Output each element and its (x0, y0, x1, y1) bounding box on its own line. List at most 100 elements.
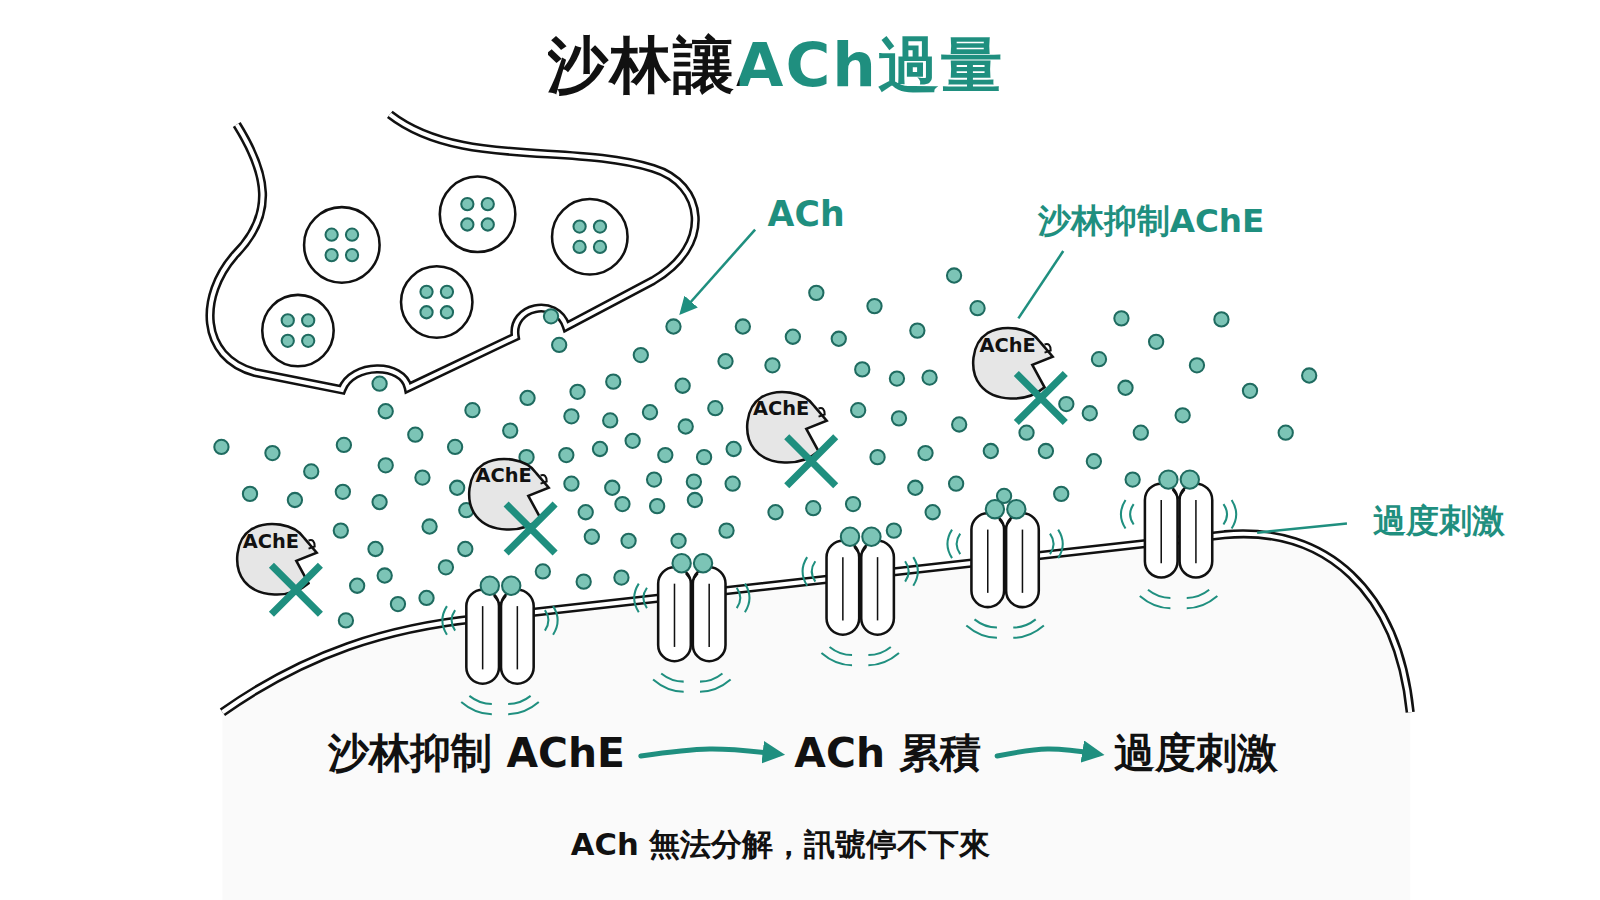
ach-molecule (621, 534, 635, 548)
ach-molecule (337, 438, 351, 452)
ach-molecule (564, 409, 578, 423)
ach-molecule (214, 440, 228, 454)
ach-molecule (346, 249, 358, 261)
ach-molecule (647, 472, 661, 486)
ach-molecule (1118, 381, 1132, 395)
ach-molecule (1039, 444, 1053, 458)
ach-molecule (846, 497, 860, 511)
ach-molecule (679, 419, 693, 433)
ach-molecule (564, 477, 578, 491)
flow-step-text: ACh 累積 (794, 726, 981, 781)
flow-arrow (997, 749, 1098, 756)
ach-molecule (855, 362, 869, 376)
ach-molecule (1126, 472, 1140, 486)
ach-molecule (643, 405, 657, 419)
postsynaptic-membrane (222, 534, 1410, 900)
ach-molecule (304, 464, 318, 478)
ach-molecule (243, 487, 257, 501)
ach-receptor (1121, 470, 1236, 608)
ach-molecule (536, 564, 550, 578)
enzyme-label: AChE (967, 334, 1048, 357)
ach-molecule (768, 505, 782, 519)
ach-molecule (952, 417, 966, 431)
enzyme-shape: AChE (741, 386, 835, 468)
presynaptic-terminal (210, 114, 695, 390)
postsynaptic-membrane (222, 534, 1410, 712)
ach-receptor (803, 528, 918, 666)
ach-molecule (1190, 358, 1204, 372)
active-site (541, 475, 547, 484)
ach-molecule (482, 218, 494, 230)
diagram-caption: ACh 無法分解，訊號停不下來 (571, 824, 991, 865)
ach-molecule (697, 450, 711, 464)
ach-molecule (379, 458, 393, 472)
ach-molecule (832, 332, 846, 346)
ach-molecule (727, 442, 741, 456)
ach-molecule (1243, 384, 1257, 398)
enzyme-label: AChE (463, 464, 544, 487)
enzyme-label: AChE (231, 530, 312, 553)
ach-molecule (1092, 352, 1106, 366)
ach-molecule (908, 481, 922, 495)
ach-molecule (573, 241, 585, 253)
ach-molecule (419, 591, 433, 605)
active-site (308, 540, 314, 549)
ach-molecule (726, 477, 740, 491)
active-site (1045, 344, 1051, 353)
flow-step-text: 沙林抑制 AChE (328, 726, 625, 781)
ach-molecule (949, 477, 963, 491)
ach-molecule (441, 286, 453, 298)
ach-molecule (626, 434, 640, 448)
flow-arrow (641, 749, 779, 756)
ach-molecule (503, 423, 517, 437)
ach-molecule (282, 335, 294, 347)
ach-molecule (1054, 487, 1068, 501)
callout-label: 沙林抑制AChE (1038, 200, 1265, 244)
ach-molecule (282, 314, 294, 326)
synaptic-vesicle (440, 177, 516, 253)
inhibition-cross (271, 565, 320, 614)
ach-molecule (910, 323, 924, 337)
ach-molecule (334, 523, 348, 537)
ach-molecule (1083, 406, 1097, 420)
ach-molecule (806, 501, 820, 515)
ach-molecule (718, 354, 732, 368)
ach-molecule (1087, 454, 1101, 468)
ach-molecule (372, 377, 386, 391)
enzyme-shape: AChE (463, 453, 557, 535)
ach-molecule (634, 348, 648, 362)
ach-molecule (350, 579, 364, 593)
ach-molecule (594, 220, 606, 232)
synaptic-vesicle (304, 207, 380, 283)
ach-molecule (650, 499, 664, 513)
ach-molecule (1302, 368, 1316, 382)
ach-molecule (520, 391, 534, 405)
leader-line (682, 230, 755, 313)
synaptic-vesicle (401, 266, 472, 337)
inhibition-cross (506, 504, 555, 553)
ach-molecule (378, 568, 392, 582)
ach-molecule (918, 446, 932, 460)
leader-line (682, 230, 1347, 533)
ach-molecule (336, 485, 350, 499)
ach-molecule (1059, 397, 1073, 411)
presynaptic-terminal (210, 114, 695, 390)
ach-molecule (577, 574, 591, 588)
ach-molecule (458, 542, 472, 556)
ach-molecule (461, 218, 473, 230)
ach-molecule (658, 448, 672, 462)
ach-molecule (420, 306, 432, 318)
ach-molecule (573, 220, 585, 232)
ach-molecule (302, 335, 314, 347)
ach-molecule (339, 613, 353, 627)
ach-molecule (606, 374, 620, 388)
ach-molecule (719, 523, 733, 537)
ach-molecule (420, 286, 432, 298)
ach-molecule (282, 198, 606, 347)
ach-molecule (326, 249, 338, 261)
ach-molecule (461, 198, 473, 210)
ach-molecule (372, 495, 386, 509)
leader-line (1257, 523, 1347, 532)
ach-molecule (439, 560, 453, 574)
